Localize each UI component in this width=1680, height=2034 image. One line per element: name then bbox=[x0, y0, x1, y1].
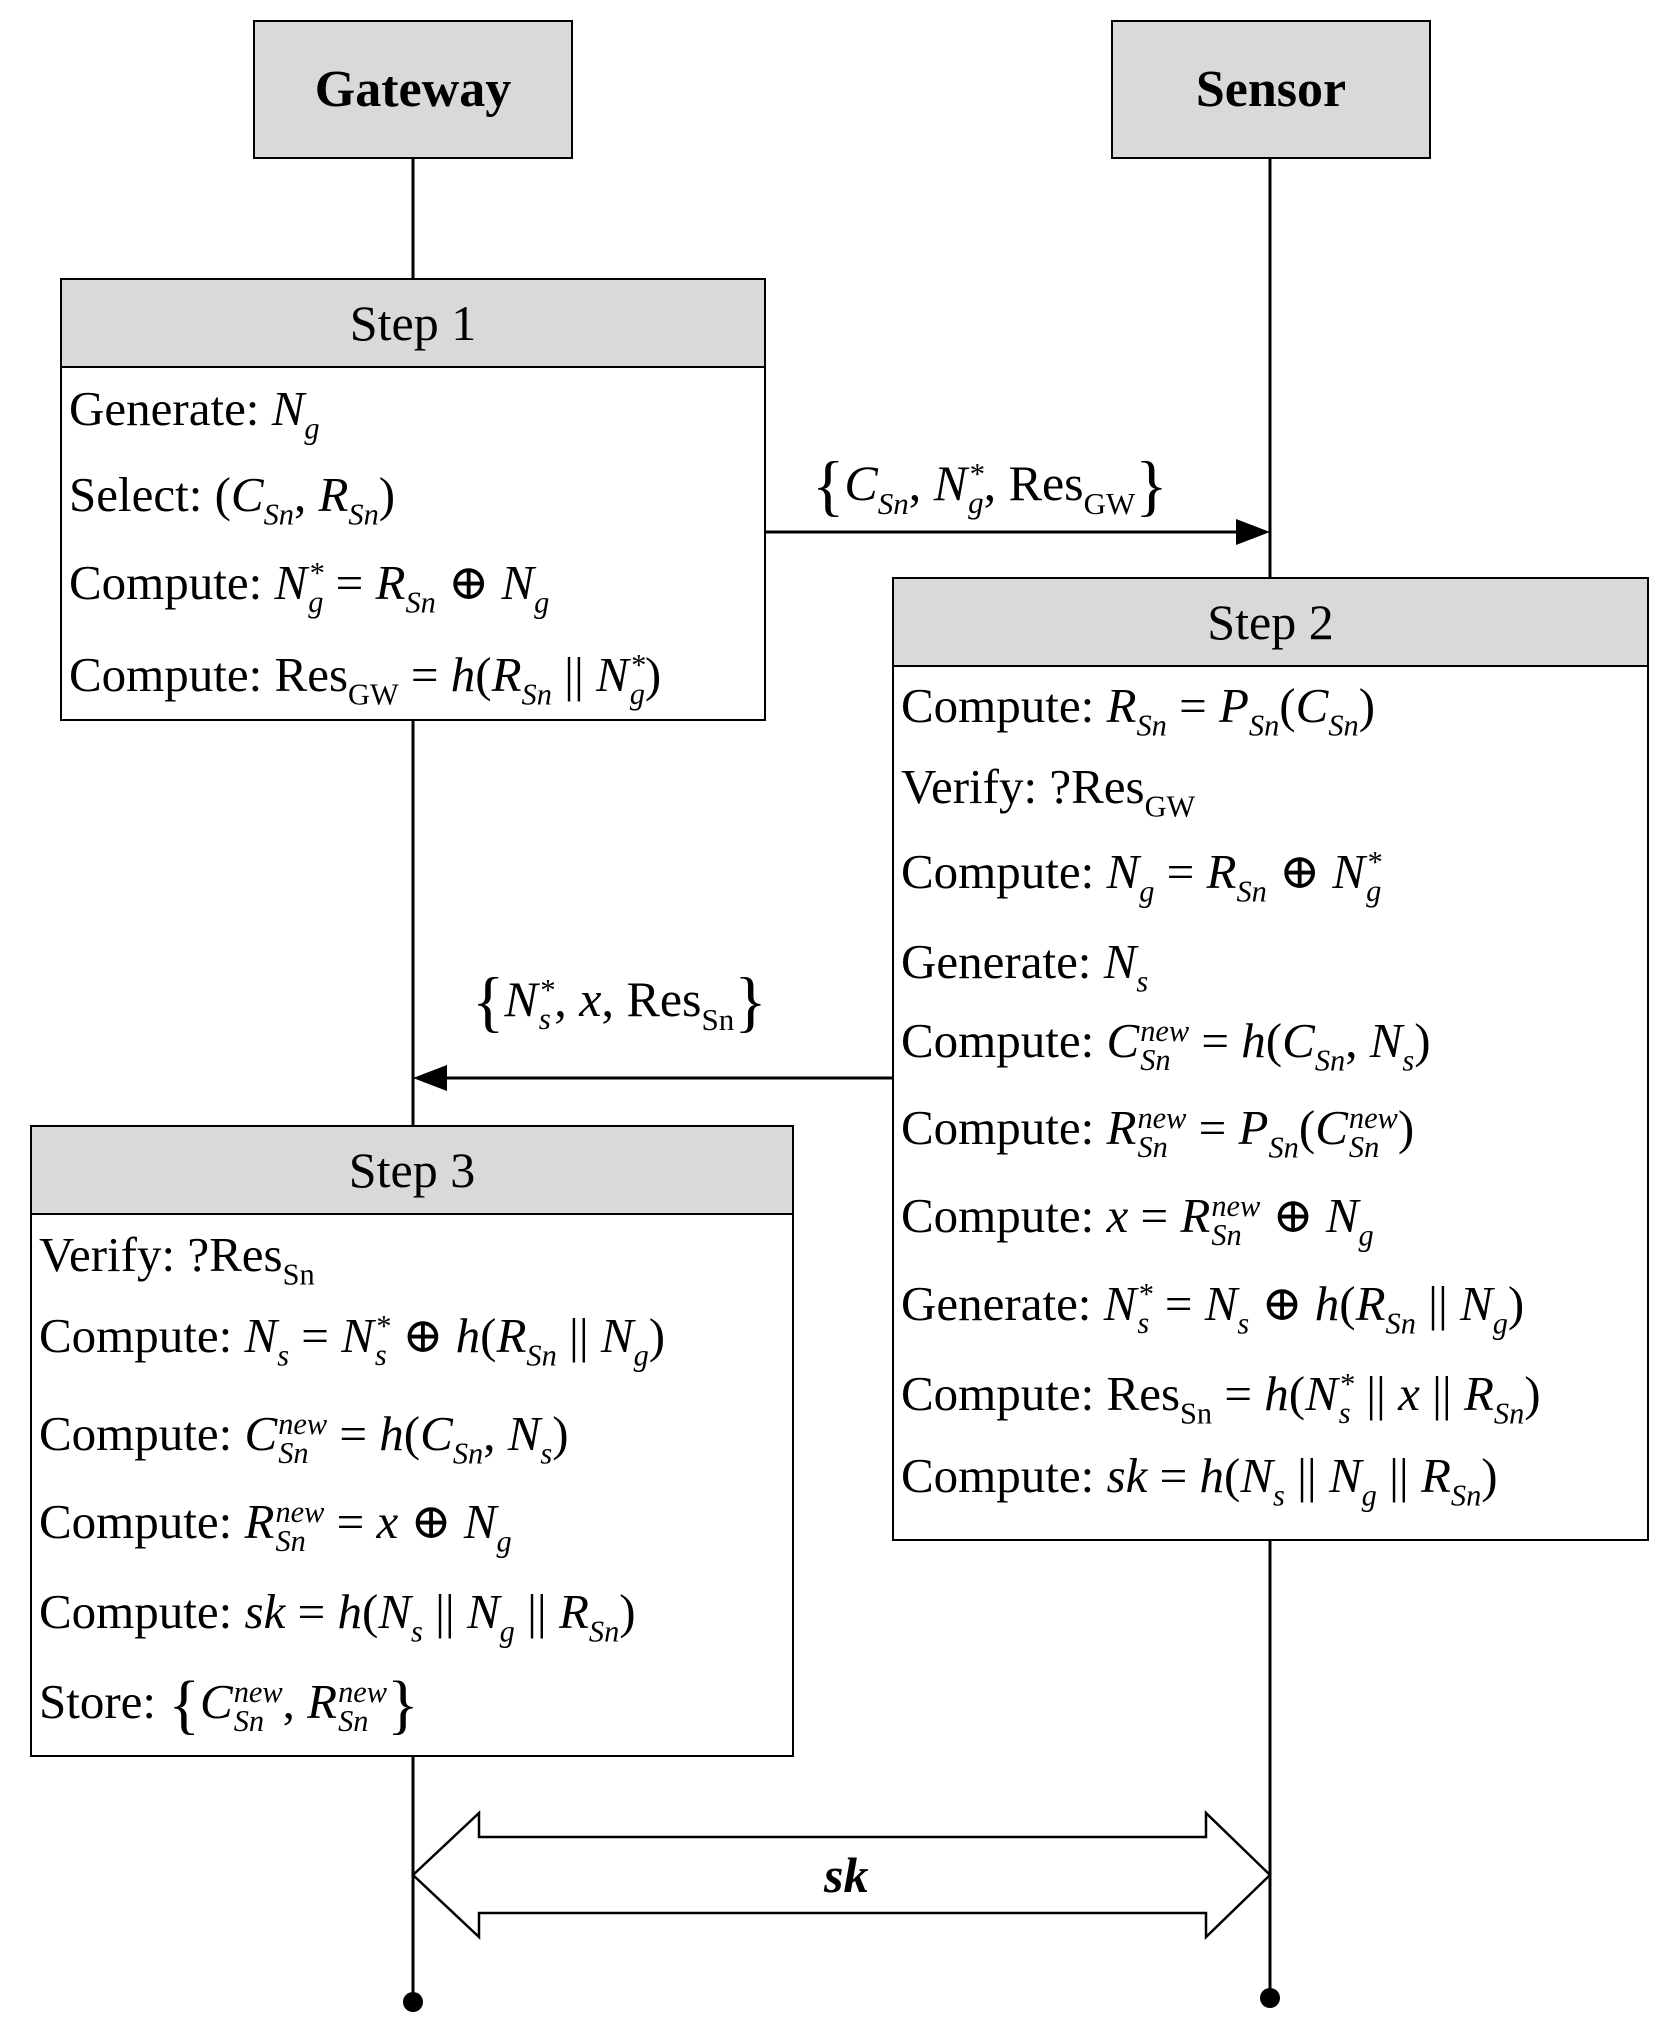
message-gateway-to-sensor: {CSn, N*g, ResGW} bbox=[812, 448, 1168, 523]
step2-line-4: Generate: Ns bbox=[901, 934, 1149, 999]
step2-box: Step 2 Compute: RSn = PSn(CSn) Verify: ?… bbox=[892, 577, 1649, 1541]
step2-line-9: Compute: ResSn = h(N*s || x || RSn) bbox=[901, 1366, 1541, 1431]
step1-line-3: Compute: N*g = RSn ⊕ Ng bbox=[69, 555, 550, 620]
step1-title: Step 1 bbox=[62, 280, 764, 368]
step1-box: Step 1 Generate: Ng Select: (CSn, RSn) C… bbox=[60, 278, 766, 721]
step1-line-2: Select: (CSn, RSn) bbox=[69, 467, 396, 532]
step3-title: Step 3 bbox=[32, 1127, 792, 1215]
arrow-gateway-to-sensor bbox=[766, 519, 1270, 545]
arrow-sensor-to-gateway bbox=[413, 1065, 892, 1091]
sensor-lifeline-end bbox=[1260, 1988, 1280, 2008]
step3-line-2: Compute: Ns = N*s ⊕ h(RSn || Ng) bbox=[39, 1308, 666, 1373]
step3-line-5: Compute: sk = h(Ns || Ng || RSn) bbox=[39, 1584, 636, 1649]
gateway-lifeline-end bbox=[403, 1992, 423, 2012]
shared-key-label: sk bbox=[824, 1847, 869, 1903]
step1-line-4: Compute: ResGW = h(RSn || N*g) bbox=[69, 647, 662, 712]
step2-title: Step 2 bbox=[894, 579, 1647, 667]
sensor-actor: Sensor bbox=[1111, 20, 1431, 159]
step2-line-10: Compute: sk = h(Ns || Ng || RSn) bbox=[901, 1448, 1498, 1513]
gateway-label: Gateway bbox=[314, 61, 512, 118]
step2-line-1: Compute: RSn = PSn(CSn) bbox=[901, 678, 1376, 743]
step1-line-1: Generate: Ng bbox=[69, 381, 320, 446]
message-sensor-to-gateway: {N*s, x, ResSn} bbox=[472, 964, 767, 1039]
step2-line-8: Generate: N*s = Ns ⊕ h(RSn || Ng) bbox=[901, 1276, 1525, 1341]
step3-line-1: Verify: ?ResSn bbox=[39, 1227, 315, 1292]
step2-line-2: Verify: ?ResGW bbox=[901, 759, 1196, 824]
sensor-label: Sensor bbox=[1195, 61, 1347, 118]
shared-key-double-arrow bbox=[411, 1810, 1272, 1940]
step3-box: Step 3 Verify: ?ResSn Compute: Ns = N*s … bbox=[30, 1125, 794, 1757]
gateway-actor: Gateway bbox=[253, 20, 573, 159]
step2-line-3: Compute: Ng = RSn ⊕ N*g bbox=[901, 844, 1382, 909]
